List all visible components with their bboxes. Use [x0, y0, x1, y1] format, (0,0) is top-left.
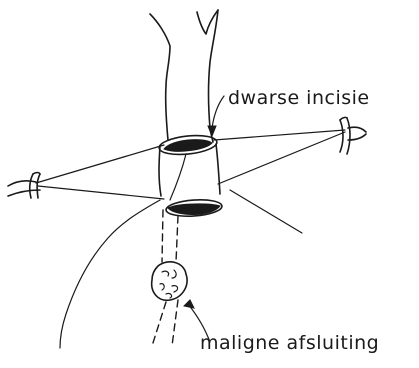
right-clamp-icon [340, 117, 366, 154]
left-clamp-icon [8, 173, 40, 199]
bile-duct-upper [150, 10, 218, 142]
distal-duct [152, 300, 178, 346]
tumor-mass [152, 262, 187, 300]
incision-pointer [208, 96, 224, 136]
incision-lower-opening [166, 198, 223, 218]
duct-segment [159, 144, 220, 200]
incision-label: dwarse incisie [228, 87, 370, 109]
obstruction-label: maligne afsluiting [200, 332, 379, 354]
bile-duct-lower [60, 200, 178, 348]
